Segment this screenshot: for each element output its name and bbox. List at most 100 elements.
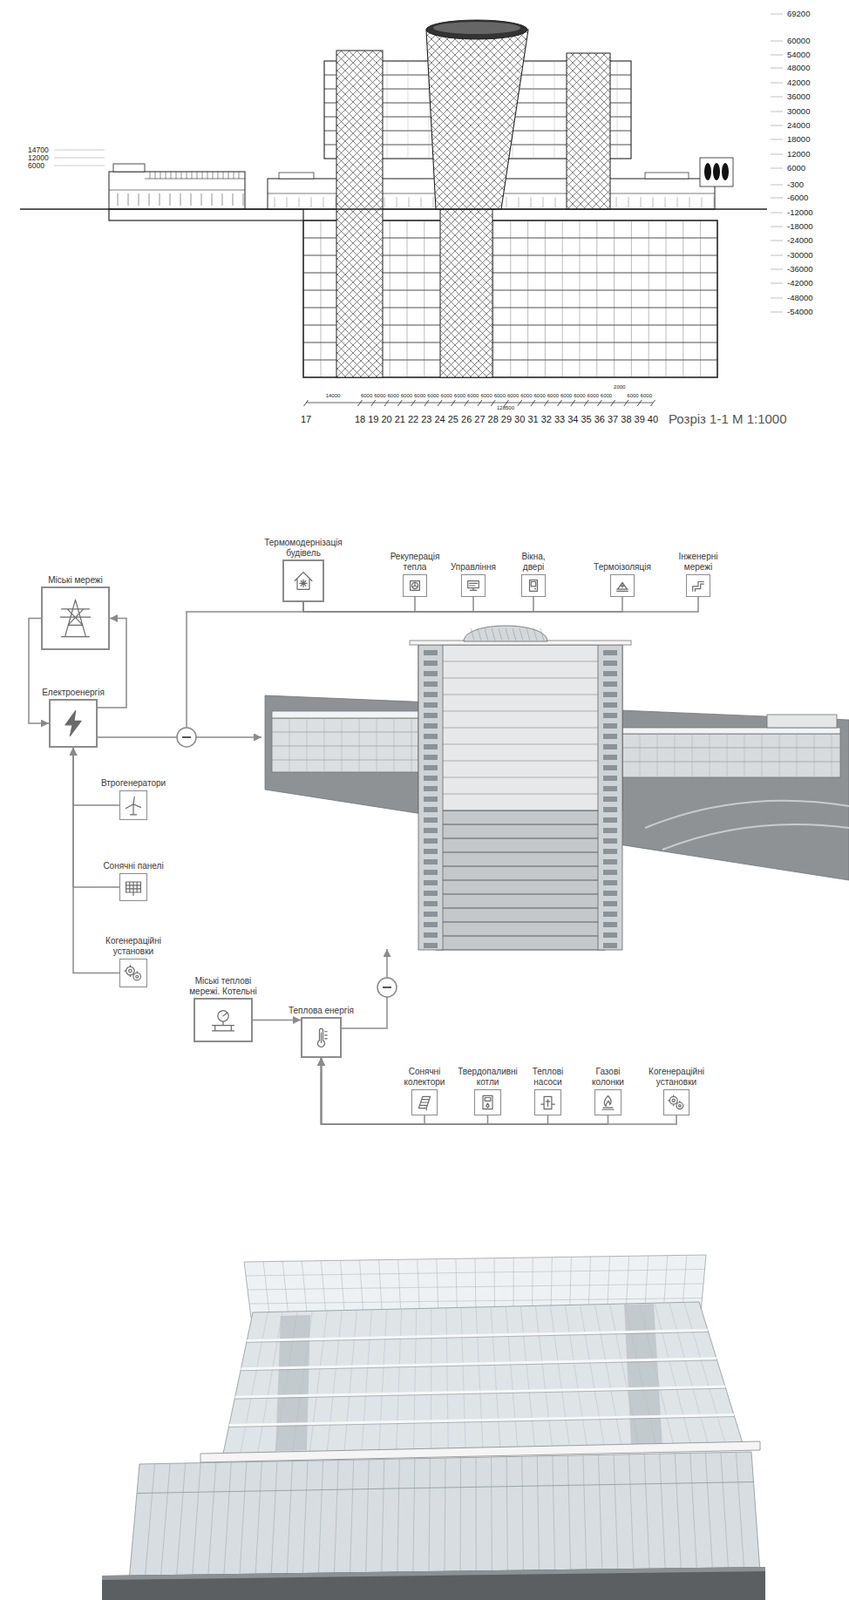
column-window — [603, 859, 618, 865]
axis-number: 40 — [647, 414, 659, 425]
floor-line — [108, 190, 245, 191]
floor-line — [418, 744, 623, 746]
mullion-line — [831, 733, 833, 778]
canopy-grid — [249, 1298, 703, 1305]
cone-ground — [426, 29, 529, 210]
axis-number: 26 — [461, 414, 472, 425]
node-icon — [57, 707, 89, 740]
mullion-line — [160, 1463, 170, 1581]
column-window — [603, 807, 618, 813]
dimension-tick — [557, 400, 563, 407]
floor-line — [418, 678, 623, 680]
elevation-mark: 12000 — [27, 154, 49, 163]
mullion-line — [341, 718, 343, 773]
energy-box: Міські теплові мережі. Котельні — [193, 998, 253, 1043]
node-heading: Когенераційні установки — [96, 936, 170, 957]
window-line — [530, 196, 532, 208]
dimension-tick — [584, 400, 589, 407]
node-heading: Сонячні панелі — [96, 861, 170, 872]
cupola-hatch — [533, 628, 537, 641]
elevation-mark: 60000 — [787, 36, 810, 46]
node-label: Термомодернізація будівель — [255, 537, 352, 558]
dimension-value: 6000 — [414, 393, 426, 399]
mullion-line — [533, 61, 535, 159]
node-icon — [613, 577, 632, 594]
pergola-line — [217, 171, 219, 179]
elevation-leader — [54, 165, 105, 167]
mullion-line — [302, 1460, 308, 1579]
window-line — [713, 196, 715, 208]
elevation-mark: -18000 — [787, 222, 814, 231]
window-line — [640, 196, 642, 208]
column-window — [423, 796, 438, 802]
node-label: Сонячні панелі — [96, 861, 170, 872]
dimension-tick — [637, 400, 642, 407]
lattice-tower — [336, 50, 383, 378]
cupola-hatch — [519, 628, 523, 641]
mullion-line — [657, 733, 659, 778]
dimension-tick — [543, 400, 549, 407]
node-heading: Інженерні мережі — [670, 551, 727, 572]
grid-line — [389, 220, 391, 378]
icon-symbol — [294, 572, 313, 591]
mullion-line — [414, 1309, 417, 1451]
elevation-tick — [770, 154, 783, 156]
wing-roof — [622, 727, 841, 734]
icon-symbol — [668, 1095, 684, 1110]
section-drawing — [20, 13, 783, 407]
node-heading: Міські теплові мережі. Котельні — [181, 976, 265, 997]
mullion-line — [326, 1310, 342, 1453]
dimension-value: 6000 — [427, 393, 439, 399]
column-window — [603, 786, 618, 792]
roof-block — [645, 172, 689, 179]
pergola-line — [144, 178, 245, 180]
mullion-line — [475, 1307, 483, 1449]
column-window — [423, 838, 438, 844]
mullion-line — [550, 1305, 570, 1447]
wing-roof — [271, 711, 421, 719]
elevation-mark: 42000 — [787, 78, 810, 88]
column-window — [423, 754, 438, 761]
axis-number: 24 — [434, 414, 445, 425]
energy-box: Міські мережі — [40, 586, 110, 651]
cupola-hatch — [484, 628, 489, 641]
node-label: Інженерні мережі — [670, 551, 727, 572]
pergola-line — [207, 171, 209, 179]
dimension-value: 6000 — [600, 393, 612, 399]
dimension-tick — [503, 400, 509, 407]
window-line — [506, 196, 508, 208]
elevation-tick — [770, 82, 783, 84]
pergola-line — [186, 171, 188, 179]
elevation-mark: -30000 — [787, 251, 814, 260]
floor-line — [418, 777, 623, 779]
grid-line — [544, 220, 546, 378]
icon-box: Теплові насоси — [534, 1089, 562, 1116]
ground — [101, 1567, 766, 1600]
pergola-line — [170, 171, 172, 179]
node-heading: Міські мережі — [32, 575, 120, 586]
mullion-line — [506, 1457, 508, 1576]
cupola-hatch — [477, 628, 482, 641]
window-line — [543, 196, 544, 208]
dimension-tick — [624, 400, 629, 407]
floor-line — [435, 865, 605, 867]
cupola-hatch — [526, 628, 530, 641]
mullion-line — [397, 1459, 401, 1578]
elevation-tick — [770, 240, 783, 242]
elevation-tick — [770, 212, 783, 214]
pergola-line — [160, 171, 162, 179]
dimension-value: 2000 — [613, 384, 625, 390]
mullion-line — [654, 1303, 692, 1445]
floor-line — [229, 1417, 734, 1428]
icon-symbol — [468, 581, 480, 591]
column-window — [603, 744, 618, 750]
column-window — [423, 911, 438, 917]
pergola-line — [181, 171, 183, 179]
node-heading: Теплові насоси — [522, 1066, 575, 1087]
floor-line — [622, 761, 841, 763]
pergola-line — [212, 171, 214, 179]
floor-line — [246, 1331, 708, 1343]
cupola-hatch — [498, 628, 503, 641]
mullion-line — [735, 1452, 744, 1573]
column-window — [423, 660, 438, 666]
